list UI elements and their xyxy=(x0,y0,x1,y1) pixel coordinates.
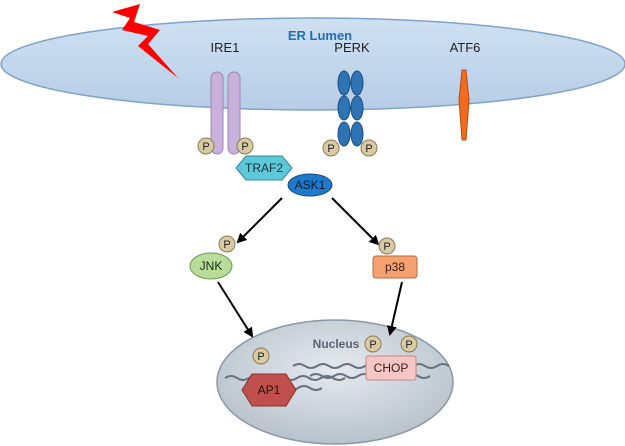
p38-node: p38 xyxy=(372,255,418,279)
phospho-label: P xyxy=(327,143,334,155)
phospho-chop-right: P xyxy=(400,335,418,353)
perk-receptor xyxy=(337,70,364,147)
phospho-label: P xyxy=(405,339,412,351)
traf2-node: TRAF2 xyxy=(235,155,293,181)
phospho-ap1: P xyxy=(252,347,270,365)
ap1-node: AP1 xyxy=(241,373,297,407)
phospho-p38: P xyxy=(378,237,396,255)
ire1-label: IRE1 xyxy=(211,40,240,55)
chop-label: CHOP xyxy=(374,361,409,375)
phospho-label: P xyxy=(365,143,372,155)
chop-node: CHOP xyxy=(365,355,417,381)
phospho-label: P xyxy=(257,351,264,363)
lightning-bolt-icon xyxy=(112,4,178,78)
atf6-label: ATF6 xyxy=(450,40,481,55)
p38-label: p38 xyxy=(385,260,405,274)
phospho-perk-left: P xyxy=(322,139,340,157)
ask1-label: ASK1 xyxy=(295,178,326,192)
arrow-ask1-to-p38 xyxy=(331,197,380,246)
nucleus xyxy=(216,319,454,445)
nucleus-label: Nucleus xyxy=(313,337,360,351)
phospho-label: P xyxy=(369,339,376,351)
er-lumen xyxy=(0,17,625,111)
phospho-label: P xyxy=(223,239,230,251)
phospho-label: P xyxy=(241,141,248,153)
phospho-jnk: P xyxy=(218,235,236,253)
ap1-label: AP1 xyxy=(258,383,281,397)
arrow-jnk-to-ap1 xyxy=(217,281,254,338)
phospho-label: P xyxy=(383,241,390,253)
phospho-label: P xyxy=(202,141,209,153)
arrow-ask1-to-jnk xyxy=(236,197,283,244)
jnk-label: JNK xyxy=(200,259,223,273)
er-lumen-label: ER Lumen xyxy=(288,28,352,43)
ire1-receptor xyxy=(210,71,241,155)
arrow-p38-to-chop xyxy=(386,281,403,336)
phospho-ire1-left: P xyxy=(197,137,215,155)
perk-label: PERK xyxy=(334,40,370,55)
traf2-label: TRAF2 xyxy=(245,161,283,175)
ask1-node: ASK1 xyxy=(287,173,333,197)
jnk-node: JNK xyxy=(189,252,233,280)
phospho-perk-right: P xyxy=(360,139,378,157)
phospho-chop-left: P xyxy=(364,335,382,353)
phospho-ire1-right: P xyxy=(236,137,254,155)
atf6-receptor xyxy=(458,69,470,141)
